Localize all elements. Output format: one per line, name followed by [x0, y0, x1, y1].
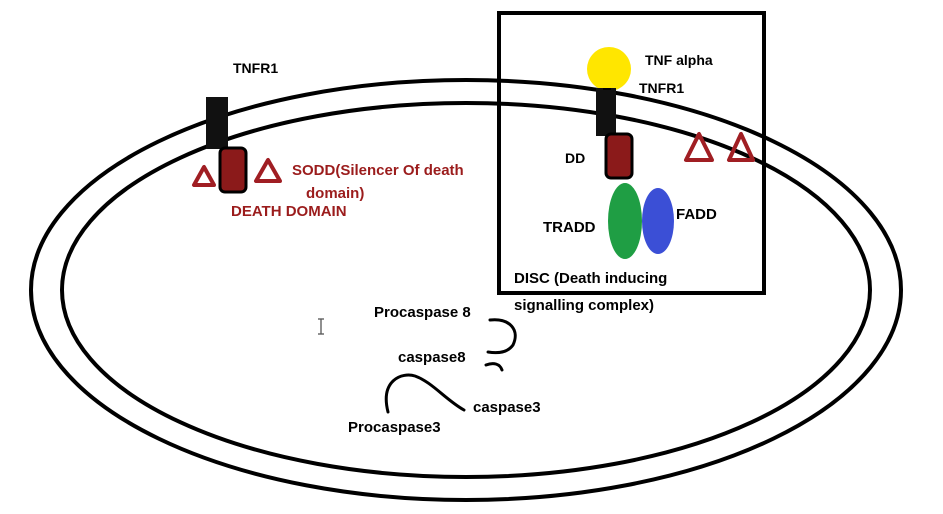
label-disc-line1: DISC (Death inducing: [514, 270, 667, 287]
cell-membrane-inner: [60, 101, 872, 479]
procaspase8-cleavage-curve: [486, 318, 517, 355]
sodd-triangle-right-2: [727, 132, 755, 162]
label-sodd-line2: domain): [306, 185, 364, 202]
sodd-triangle-left-small: [192, 165, 216, 187]
label-dd: DD: [565, 150, 585, 166]
label-procaspase3: Procaspase3: [348, 419, 441, 436]
label-fadd: FADD: [676, 206, 717, 223]
label-sodd-line1: SODD(Silencer Of death: [292, 162, 464, 179]
fadd-protein: [642, 188, 674, 254]
tradd-protein: [608, 183, 642, 259]
label-caspase3: caspase3: [473, 399, 541, 416]
label-caspase8: caspase8: [398, 349, 466, 366]
label-tradd: TRADD: [543, 219, 596, 236]
label-disc-line2: signalling complex): [514, 297, 654, 314]
label-tnf-alpha: TNF alpha: [645, 52, 713, 68]
sodd-triangle-right-1: [684, 132, 714, 162]
label-procaspase8: Procaspase 8: [374, 304, 471, 321]
procaspase3-curve: [384, 373, 466, 414]
tnfr1-right-receptor: [596, 88, 616, 136]
cell-membrane-outer: [29, 78, 903, 502]
death-domain-left: [218, 146, 248, 194]
tnf-alpha-ligand: [587, 47, 631, 91]
label-tnfr1-left: TNFR1: [233, 60, 278, 76]
disc-box: [497, 11, 766, 295]
sodd-triangle-left-large: [254, 158, 282, 183]
caspase8-fragment-curve: [484, 362, 504, 372]
death-domain-right: [604, 132, 634, 180]
label-tnfr1-right: TNFR1: [639, 80, 684, 96]
tnfr1-left-receptor: [206, 97, 228, 149]
label-death-domain: DEATH DOMAIN: [231, 203, 347, 220]
text-cursor-icon: [318, 318, 324, 335]
